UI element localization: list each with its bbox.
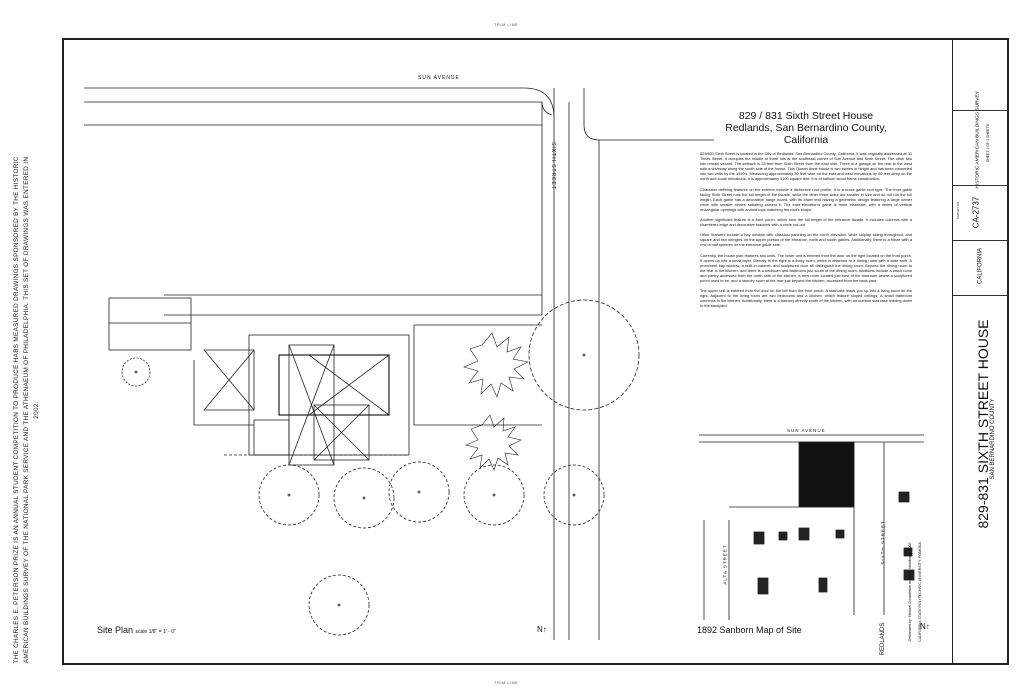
delineators-note: Delineated by: Michael Consoletion and A… (908, 542, 912, 642)
drawing-border (62, 38, 1009, 665)
title-block-city: REDLANDS (880, 622, 886, 656)
description-paragraph: Another significant feature is a front p… (700, 217, 912, 228)
title-block-cell-survey: SURVEY NO. CA-2737 (953, 185, 1008, 240)
title-block-cell-building: 829-831 SIXTH STREET HOUSE SAN BERNARDIN… (880, 295, 1008, 655)
title-block-building-name: 829-831 SIXTH STREET HOUSE (975, 319, 991, 529)
description-paragraph: The upper unit is entered from the door … (700, 288, 912, 309)
title-block: HISTORIC AMERICAN BUILDINGS SURVEY SHEET… (880, 40, 1008, 663)
north-arrow-icon: ↑ (542, 625, 547, 634)
title-block-county: SAN BERNARDINO COUNTY (990, 398, 996, 480)
university-note: CALIFORNIA STATE POLYTECHNIC UNIVERSITY,… (918, 542, 922, 642)
description-paragraph: 829/831 Sixth Street is located in the C… (700, 151, 912, 182)
building-description: 829 / 831 Sixth Street House Redlands, S… (700, 110, 912, 308)
title-block-agency: HISTORIC AMERICAN BUILDINGS SURVEY (975, 91, 981, 189)
site-plan-caption-title: Site Plan (97, 625, 134, 635)
sanborn-north: N↑ (920, 622, 930, 631)
sanborn-street-alta: ALTA STREET (722, 544, 728, 585)
sanborn-street-sixth: SIXTH STREET (880, 520, 886, 565)
title-block-sheet-of: SHEET 1 OF 4 SHEETS (986, 123, 990, 163)
site-plan-street-sun-ave: SUN AVENUE (418, 75, 460, 81)
trim-line-top: TRIM LINE (494, 22, 519, 27)
title-block-cell-state: CALIFORNIA (953, 240, 1008, 295)
site-plan-drawing (84, 87, 924, 640)
north-label: N (920, 622, 926, 631)
description-paragraph: Other features include a bay window with… (700, 232, 912, 248)
site-plan-north: N↑ (537, 625, 547, 634)
description-paragraph: Currently, the house plan features two u… (700, 252, 912, 283)
north-arrow-icon: ↑ (925, 622, 930, 631)
description-title-3: California (783, 134, 829, 146)
title-block-cell-agency: HISTORIC AMERICAN BUILDINGS SURVEY SHEET… (953, 91, 1008, 189)
title-block-survey-no: CA-2737 (971, 196, 981, 229)
description-title-1: 829 / 831 Sixth Street House (738, 110, 874, 122)
title-block-survey-label: SURVEY NO. (956, 200, 960, 220)
sanborn-caption: 1892 Sanborn Map of Site (697, 625, 802, 635)
description-paragraph: Character defining features on the exter… (700, 186, 912, 212)
trim-line-bottom: TRIM LINE (494, 680, 519, 685)
sanborn-street-sun-ave: SUN AVENUE (787, 428, 826, 433)
site-plan-street-sixth: SIXTH STREET (550, 142, 556, 190)
description-title-2: Redlands, San Bernardino County, (725, 122, 887, 134)
north-label: N (537, 625, 543, 634)
site-plan-caption: Site Plan scale 1/8" = 1' - 0" (97, 625, 176, 635)
site-plan-scale: scale 1/8" = 1' - 0" (135, 629, 176, 635)
